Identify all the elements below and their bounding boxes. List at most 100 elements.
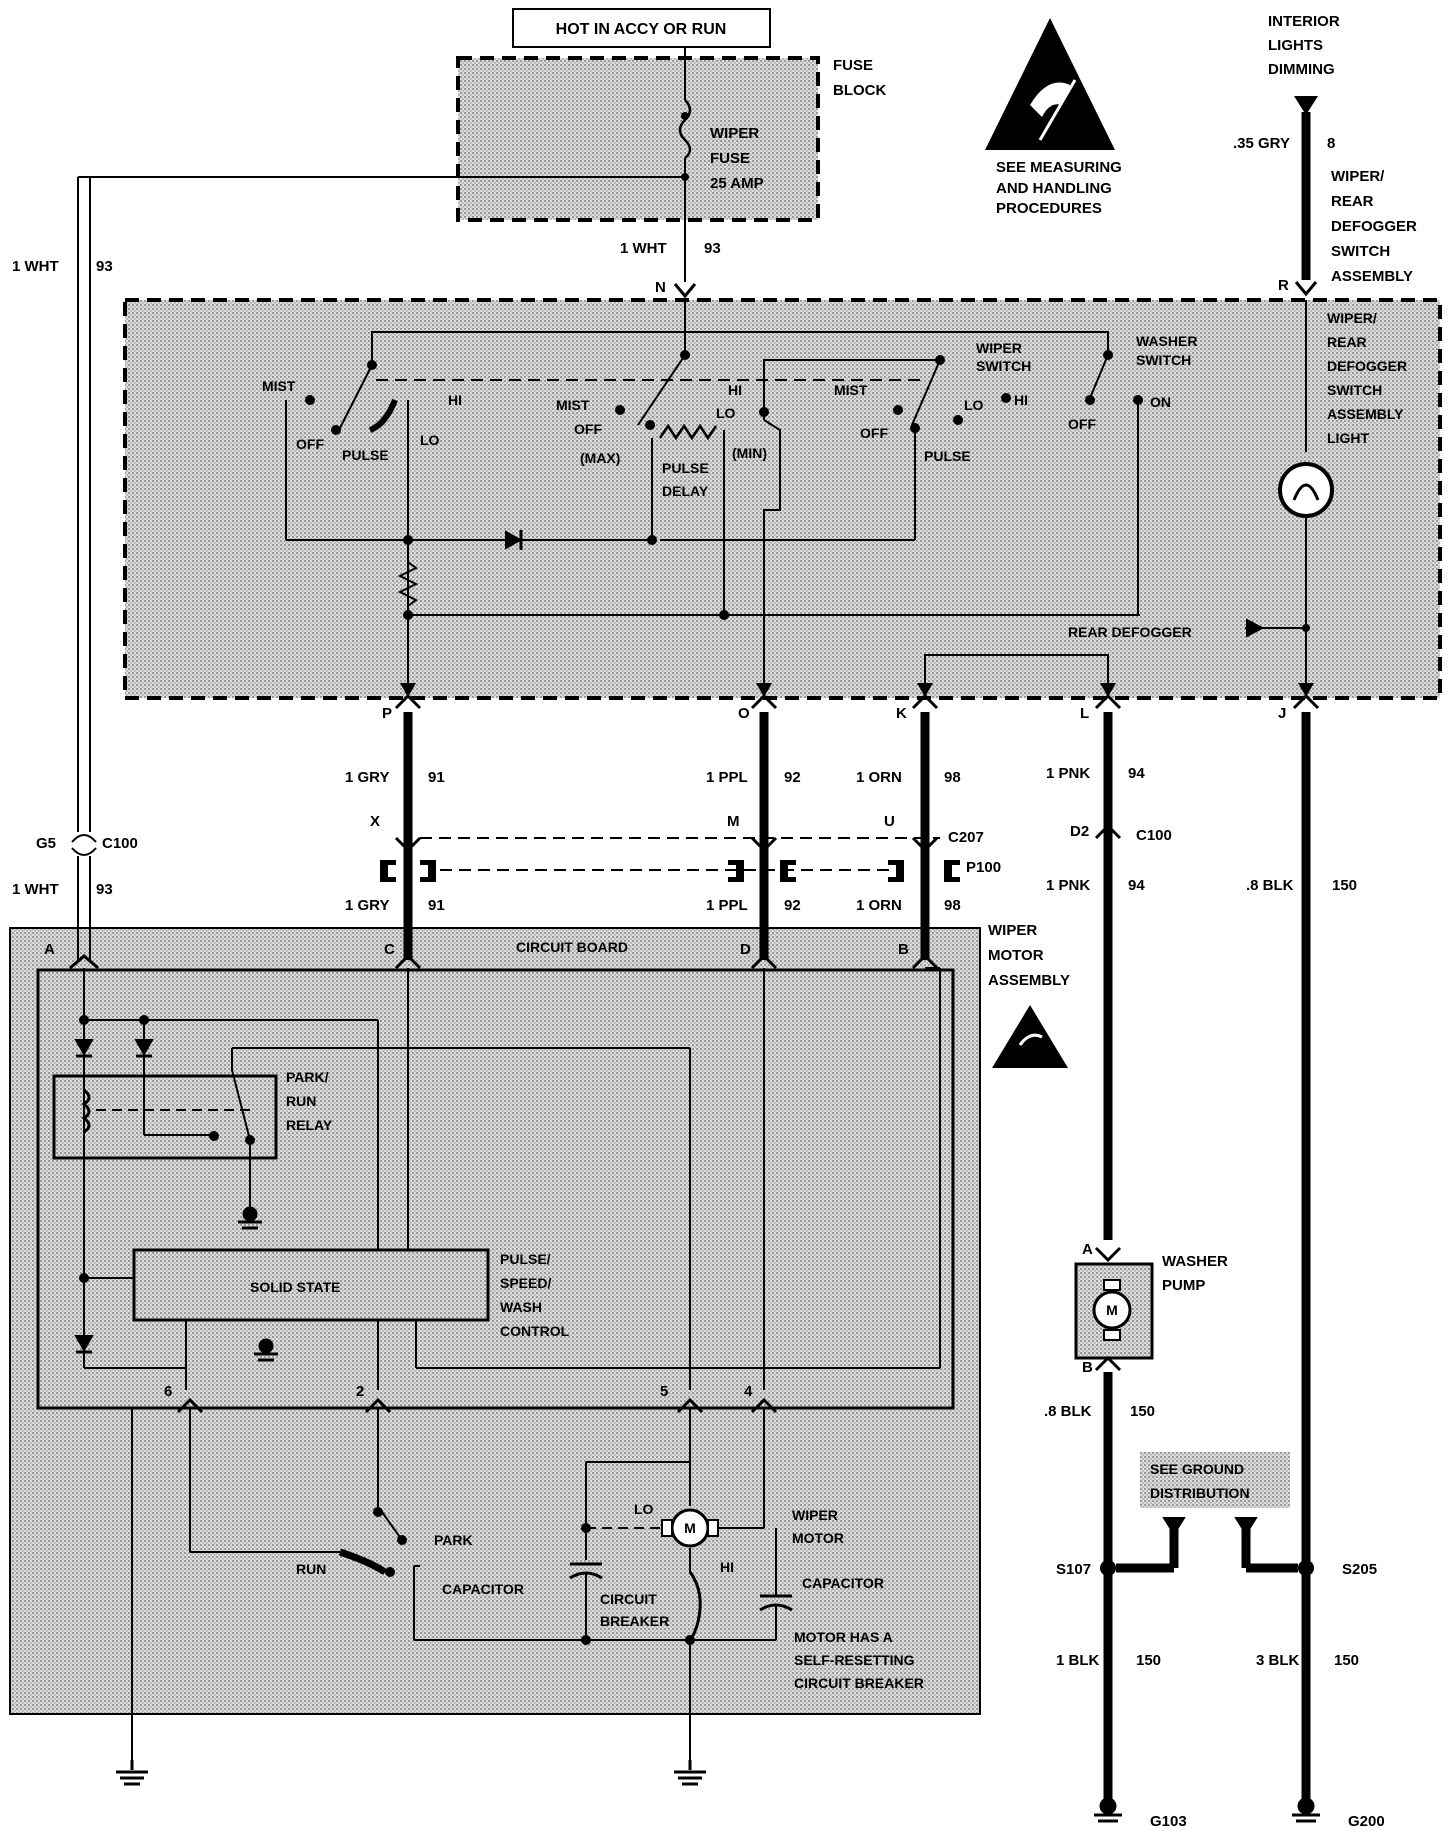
svg-text:FUSE: FUSE [710, 150, 750, 167]
svg-text:PULSE: PULSE [924, 448, 971, 464]
p100-connectors [380, 860, 960, 882]
svg-text:(MAX): (MAX) [580, 450, 620, 466]
svg-text:SWITCH: SWITCH [976, 358, 1031, 374]
svg-text:SELF-RESETTING: SELF-RESETTING [794, 1652, 915, 1668]
svg-text:HI: HI [448, 392, 462, 408]
svg-text:ON: ON [1150, 394, 1171, 410]
svg-text:WIPER: WIPER [976, 340, 1022, 356]
svg-text:OFF: OFF [1068, 416, 1096, 432]
circuit-board-region [36, 968, 955, 1410]
ground-g200-symbol [1292, 1797, 1320, 1823]
svg-text:WASHER: WASHER [1136, 333, 1197, 349]
power-source-box [512, 8, 771, 48]
svg-text:98: 98 [944, 769, 961, 786]
svg-text:1 PNK: 1 PNK [1046, 877, 1090, 894]
svg-text:INTERIOR: INTERIOR [1268, 13, 1340, 30]
svg-text:SWITCH: SWITCH [1136, 352, 1191, 368]
svg-text:CONTROL: CONTROL [500, 1323, 570, 1339]
svg-text:C100: C100 [1136, 827, 1172, 844]
svg-text:1 GRY: 1 GRY [345, 769, 389, 786]
svg-text:G5: G5 [36, 835, 56, 852]
svg-text:5: 5 [660, 1383, 668, 1400]
svg-text:HI: HI [728, 382, 742, 398]
svg-text:B: B [898, 941, 909, 958]
svg-text:WIPER: WIPER [710, 125, 759, 142]
svg-text:BREAKER: BREAKER [600, 1613, 669, 1629]
switch-assembly-light [1278, 300, 1334, 690]
svg-text:150: 150 [1332, 877, 1357, 894]
svg-text:8: 8 [1327, 135, 1335, 152]
svg-text:BLOCK: BLOCK [833, 82, 886, 99]
svg-text:REAR: REAR [1327, 334, 1367, 350]
wiper-motor-symbol: M [661, 1508, 719, 1548]
svg-text:U: U [884, 813, 895, 830]
svg-text:O: O [738, 705, 750, 722]
esd-warning-icon [985, 18, 1115, 150]
ground-distribution-region [1140, 1452, 1290, 1508]
svg-text:PARK/: PARK/ [286, 1069, 329, 1085]
motor-ground-left [116, 1760, 148, 1786]
svg-text:ASSEMBLY: ASSEMBLY [1331, 268, 1413, 285]
switch-assembly-region [123, 298, 1442, 700]
wire-label-93-fuse: 1 WHT [620, 240, 667, 257]
svg-text:25 AMP: 25 AMP [710, 175, 764, 192]
svg-text:MIST: MIST [556, 397, 590, 413]
svg-text:OFF: OFF [296, 436, 324, 452]
wire-93-left [71, 176, 97, 960]
svg-text:92: 92 [784, 769, 801, 786]
svg-text:G200: G200 [1348, 1813, 1385, 1830]
c207-connectors [394, 823, 1122, 853]
svg-text:HI: HI [1014, 392, 1028, 408]
svg-text:PARK: PARK [434, 1532, 473, 1548]
motor-assembly-title: WIPER MOTOR ASSEMBLY [988, 922, 1070, 989]
svg-text:1 PPL: 1 PPL [706, 769, 748, 786]
svg-text:SWITCH: SWITCH [1327, 382, 1382, 398]
svg-text:WASH: WASH [500, 1299, 542, 1315]
svg-text:L: L [1080, 705, 1089, 722]
svg-text:LO: LO [634, 1501, 654, 1517]
esd-warning-small-icon [992, 1005, 1068, 1068]
svg-text:WIPER: WIPER [792, 1507, 838, 1523]
svg-text:CIRCUIT BREAKER: CIRCUIT BREAKER [794, 1675, 924, 1691]
svg-text:P: P [382, 705, 392, 722]
svg-text:SEE MEASURING: SEE MEASURING [996, 159, 1122, 176]
svg-text:(MIN): (MIN) [732, 445, 767, 461]
svg-text:1 GRY: 1 GRY [345, 897, 389, 914]
svg-text:SWITCH: SWITCH [1331, 243, 1390, 260]
svg-text:91: 91 [428, 897, 445, 914]
svg-text:94: 94 [1128, 877, 1145, 894]
svg-text:1 ORN: 1 ORN [856, 897, 902, 914]
svg-text:PULSE: PULSE [342, 447, 389, 463]
pin-r-label: R [1278, 277, 1289, 294]
svg-text:WIPER: WIPER [988, 922, 1037, 939]
svg-text:DELAY: DELAY [662, 483, 709, 499]
svg-text:PULSE/: PULSE/ [500, 1251, 551, 1267]
svg-text:1 ORN: 1 ORN [856, 769, 902, 786]
svg-text:150: 150 [1334, 1652, 1359, 1669]
connector-tops [394, 693, 1320, 710]
svg-text:92: 92 [784, 897, 801, 914]
svg-text:K: K [896, 705, 907, 722]
splice-s107 [1100, 1517, 1186, 1576]
svg-text:M: M [1106, 1302, 1118, 1318]
svg-text:REAR: REAR [1331, 193, 1374, 210]
svg-text:OFF: OFF [574, 421, 602, 437]
switch-assembly-title: WIPER/ REAR DEFOGGER SWITCH ASSEMBLY [1331, 168, 1417, 285]
svg-text:REAR DEFOGGER: REAR DEFOGGER [1068, 624, 1192, 640]
svg-text:93: 93 [704, 240, 721, 257]
svg-text:150: 150 [1136, 1652, 1161, 1669]
ground-g103-symbol [1094, 1797, 1122, 1823]
svg-text:D: D [740, 941, 751, 958]
switch-assembly-internals [285, 300, 1306, 690]
svg-text:S205: S205 [1342, 1561, 1377, 1578]
svg-text:DISTRIBUTION: DISTRIBUTION [1150, 1485, 1250, 1501]
svg-text:93: 93 [96, 881, 113, 898]
svg-text:DEFOGGER: DEFOGGER [1331, 218, 1417, 235]
svg-text:MIST: MIST [262, 378, 296, 394]
circuit-board-internals [52, 967, 941, 1390]
svg-text:93: 93 [96, 258, 113, 275]
svg-text:X: X [370, 813, 380, 830]
relay-ground-symbol [238, 1206, 262, 1230]
svg-text:PULSE: PULSE [662, 460, 709, 476]
